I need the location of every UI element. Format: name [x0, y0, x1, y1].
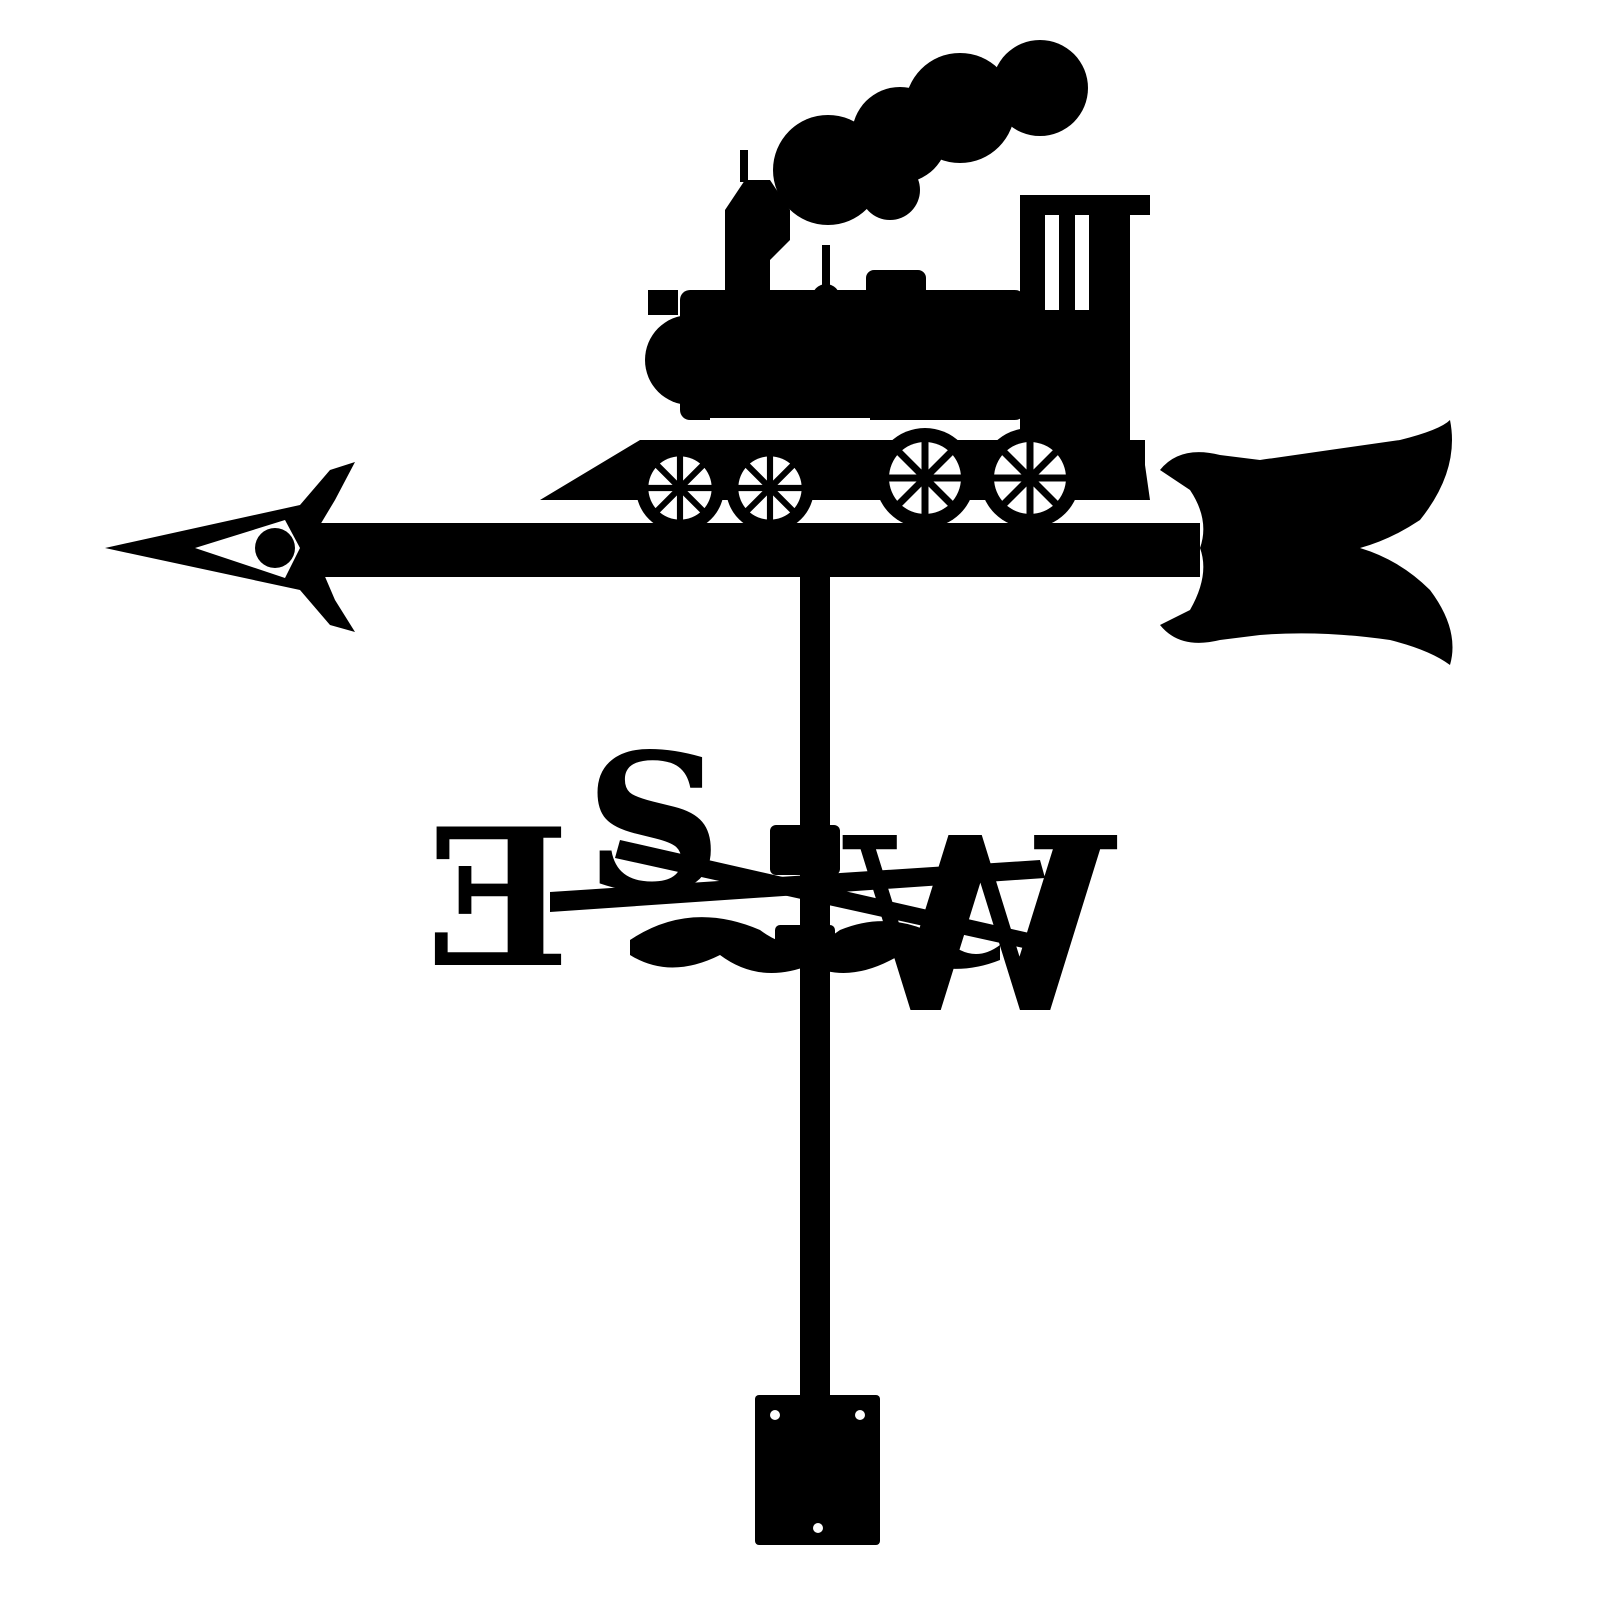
locomotive-headlamp — [648, 290, 678, 315]
wheel — [726, 444, 814, 532]
arrow-tail-feather — [1160, 420, 1453, 665]
wheel — [875, 428, 975, 528]
mounting-pole — [755, 570, 880, 1545]
arrow-knob — [255, 528, 295, 568]
bracket-hole — [855, 1410, 865, 1420]
compass-arm-diagonal — [615, 840, 1060, 955]
cab-window — [1075, 215, 1089, 310]
compass-letter-south: S — [585, 712, 722, 935]
compass-letter-west: W — [842, 785, 1118, 1067]
locomotive — [540, 40, 1150, 500]
locomotive-steam-dome — [812, 284, 840, 312]
mounting-bracket — [755, 1395, 880, 1545]
smoke-cloud — [773, 40, 1088, 225]
locomotive-boiler — [680, 290, 1025, 420]
compass-assembly: E S W — [425, 712, 1118, 1067]
compass-letter-east: E — [425, 787, 570, 1010]
wheel — [636, 444, 724, 532]
pole — [800, 570, 830, 1530]
locomotive-chimney — [725, 180, 790, 295]
arrow-head — [105, 462, 510, 632]
bracket-hole — [770, 1410, 780, 1420]
arrow — [105, 420, 1453, 665]
locomotive-whistle — [822, 245, 830, 290]
cab-window — [1045, 215, 1059, 310]
locomotive-dome — [866, 270, 926, 310]
wheel — [980, 428, 1080, 528]
boiler-stripe — [710, 418, 870, 426]
locomotive-wheels — [636, 428, 1080, 532]
bracket-hole — [813, 1523, 823, 1533]
locomotive-bell — [740, 150, 748, 182]
locomotive-smokebox — [645, 315, 735, 405]
